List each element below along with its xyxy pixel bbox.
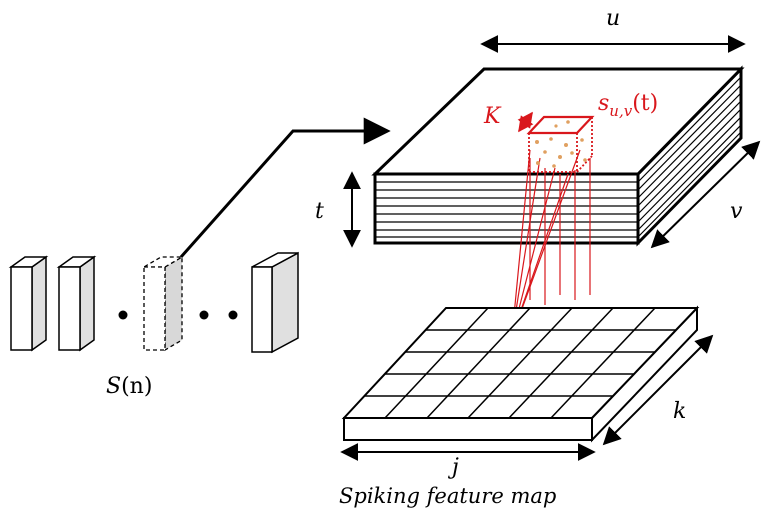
depth-dimension-arrow — [650, 140, 761, 249]
spike-value-label: su,v(t) — [598, 91, 658, 120]
feature-map-grid — [341, 305, 700, 443]
width-label: u — [606, 6, 620, 31]
selected-input-frame — [141, 255, 185, 352]
kernel-size-label: K — [483, 104, 502, 129]
frame-to-block-arrow — [179, 117, 391, 258]
input-sequence-label: S(n) — [106, 374, 152, 399]
map-depth-label: k — [673, 399, 686, 424]
time-label: t — [315, 199, 324, 224]
ellipsis-dot — [228, 310, 238, 320]
kernel-projection — [506, 111, 595, 341]
input-frame-sequence — [8, 251, 299, 354]
map-depth-arrow — [602, 334, 714, 446]
depth-label: v — [730, 199, 743, 224]
input-frame — [8, 255, 49, 352]
projection-lines — [511, 149, 591, 337]
spike-stack-block — [371, 65, 745, 247]
ellipsis-dot — [118, 310, 128, 320]
map-width-label: j — [447, 455, 459, 480]
input-frame — [56, 255, 97, 352]
input-frame — [251, 251, 299, 354]
feature-map-caption: Spiking feature map — [339, 484, 556, 508]
kernel-size-arrow — [517, 111, 534, 133]
ellipsis-dot — [199, 310, 209, 320]
kernel-cube — [526, 115, 595, 173]
kernel-spike-dots — [535, 120, 587, 168]
